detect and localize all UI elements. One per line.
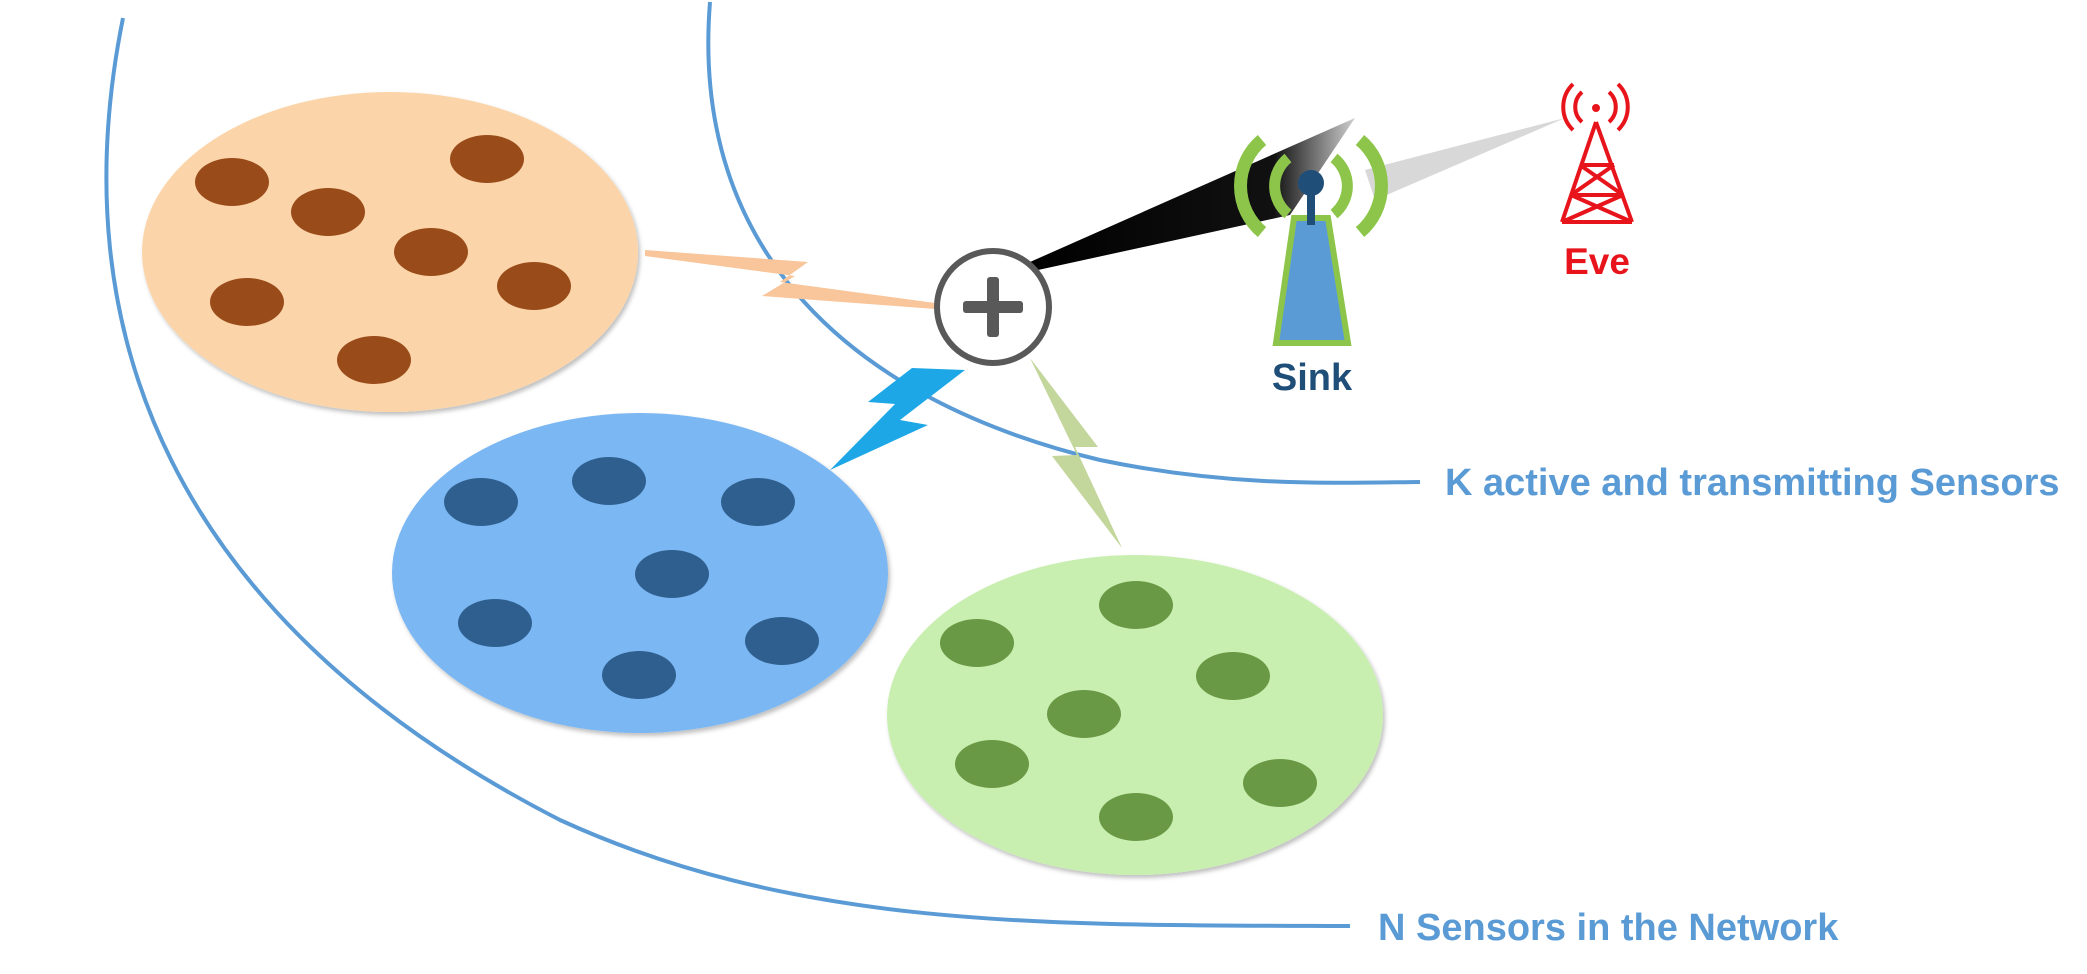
blue-sensor-nodes — [444, 457, 819, 699]
n-sensors-boundary — [104, 17, 1351, 928]
sensor-node — [635, 550, 709, 598]
k-active-boundary — [706, 1, 1421, 485]
sensor-node — [195, 158, 269, 206]
sensor-node — [745, 617, 819, 665]
sensor-node — [572, 457, 646, 505]
blue-link — [830, 368, 965, 470]
sensor-node — [337, 336, 411, 384]
sensor-node — [721, 478, 795, 526]
sensor-node — [444, 478, 518, 526]
cluster-orange — [142, 92, 638, 412]
sensor-node — [458, 599, 532, 647]
cluster-green — [887, 555, 1383, 875]
sensor-node — [940, 619, 1014, 667]
plus-circle-icon — [934, 248, 1052, 366]
sensor-node — [497, 262, 571, 310]
green-sensor-nodes — [940, 581, 1317, 841]
eve-label: Eve — [1564, 241, 1630, 282]
sensor-node — [1047, 690, 1121, 738]
sink-beam — [1030, 118, 1355, 270]
n-sensors-label: N Sensors in the Network — [1378, 907, 1839, 949]
orange-sensor-nodes — [195, 135, 571, 384]
sensor-node — [1099, 793, 1173, 841]
k-active-label: K active and transmitting Sensors — [1445, 462, 2060, 504]
eve-beam — [1365, 118, 1565, 200]
sensor-node — [291, 188, 365, 236]
antenna-tower-icon — [1234, 135, 1388, 346]
sensor-node — [602, 651, 676, 699]
green-link — [1030, 358, 1122, 548]
sensor-node — [1243, 759, 1317, 807]
sensor-node — [210, 278, 284, 326]
cluster-blue — [392, 413, 888, 733]
radio-tower-icon — [1560, 82, 1634, 224]
sensor-node — [450, 135, 524, 183]
sensor-node — [394, 228, 468, 276]
sink-label: Sink — [1272, 357, 1353, 399]
sensor-node — [955, 740, 1029, 788]
sensor-node — [1099, 581, 1173, 629]
orange-link — [645, 250, 935, 309]
sensor-node — [1196, 652, 1270, 700]
